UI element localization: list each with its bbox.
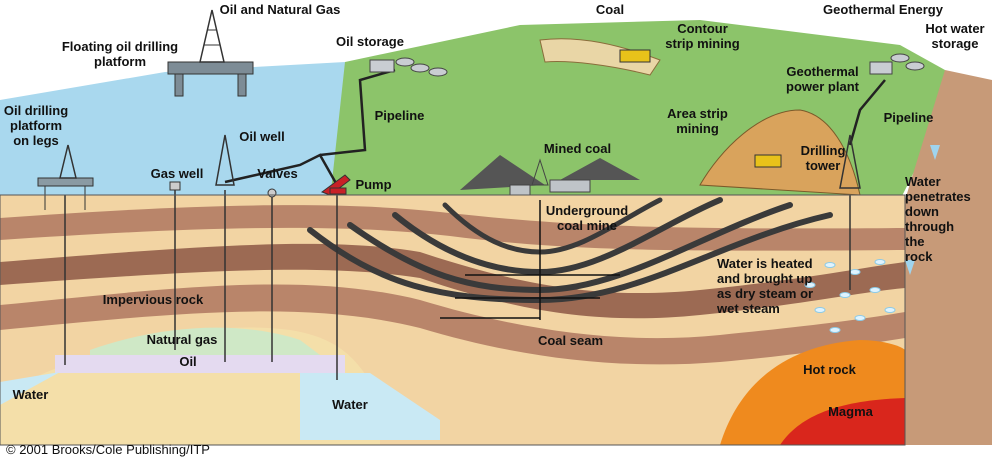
pipeline-oil-label: Pipeline — [367, 108, 432, 123]
water-left-label: Water — [8, 387, 53, 402]
drilling-tower-label: Drilling tower — [793, 143, 853, 173]
area-strip-label: Area strip mining — [660, 106, 735, 136]
underground-mine-label: Underground coal mine — [537, 203, 637, 233]
pipeline-geo-label: Pipeline — [876, 110, 941, 125]
geothermal-title: Geothermal Energy — [808, 2, 958, 17]
hot-rock-label: Hot rock — [797, 362, 862, 377]
floating-platform-label: Floating oil drilling platform — [45, 39, 195, 69]
oil-well-label: Oil well — [232, 129, 292, 144]
magma-label: Magma — [823, 404, 878, 419]
hot-water-storage-label: Hot water storage — [920, 21, 990, 51]
valves-label: Valves — [250, 166, 305, 181]
water-penetrates-label: Water penetrates down through the rock — [905, 174, 990, 264]
gas-well-cap — [170, 182, 180, 190]
natural-gas-label: Natural gas — [137, 332, 227, 347]
oil-label: Oil — [173, 354, 203, 369]
gas-well-label: Gas well — [143, 166, 211, 181]
impervious-rock-label: Impervious rock — [93, 292, 213, 307]
water-mid-label: Water — [325, 397, 375, 412]
valve-icon — [268, 189, 276, 197]
copyright-text: © 2001 Brooks/Cole Publishing/ITP — [6, 442, 210, 457]
pump-label: Pump — [351, 177, 396, 192]
mined-coal-label: Mined coal — [535, 141, 620, 156]
coal-seam-label: Coal seam — [528, 333, 613, 348]
geothermal-plant-label: Geothermal power plant — [775, 64, 870, 94]
oil-gas-title: Oil and Natural Gas — [200, 2, 360, 17]
coal-title: Coal — [585, 2, 635, 17]
water-heated-label: Water is heated and brought up as dry st… — [717, 256, 842, 316]
legs-platform-label: Oil drilling platform on legs — [0, 103, 72, 148]
contour-strip-label: Contour strip mining — [655, 21, 750, 51]
oil-storage-label: Oil storage — [325, 34, 415, 49]
